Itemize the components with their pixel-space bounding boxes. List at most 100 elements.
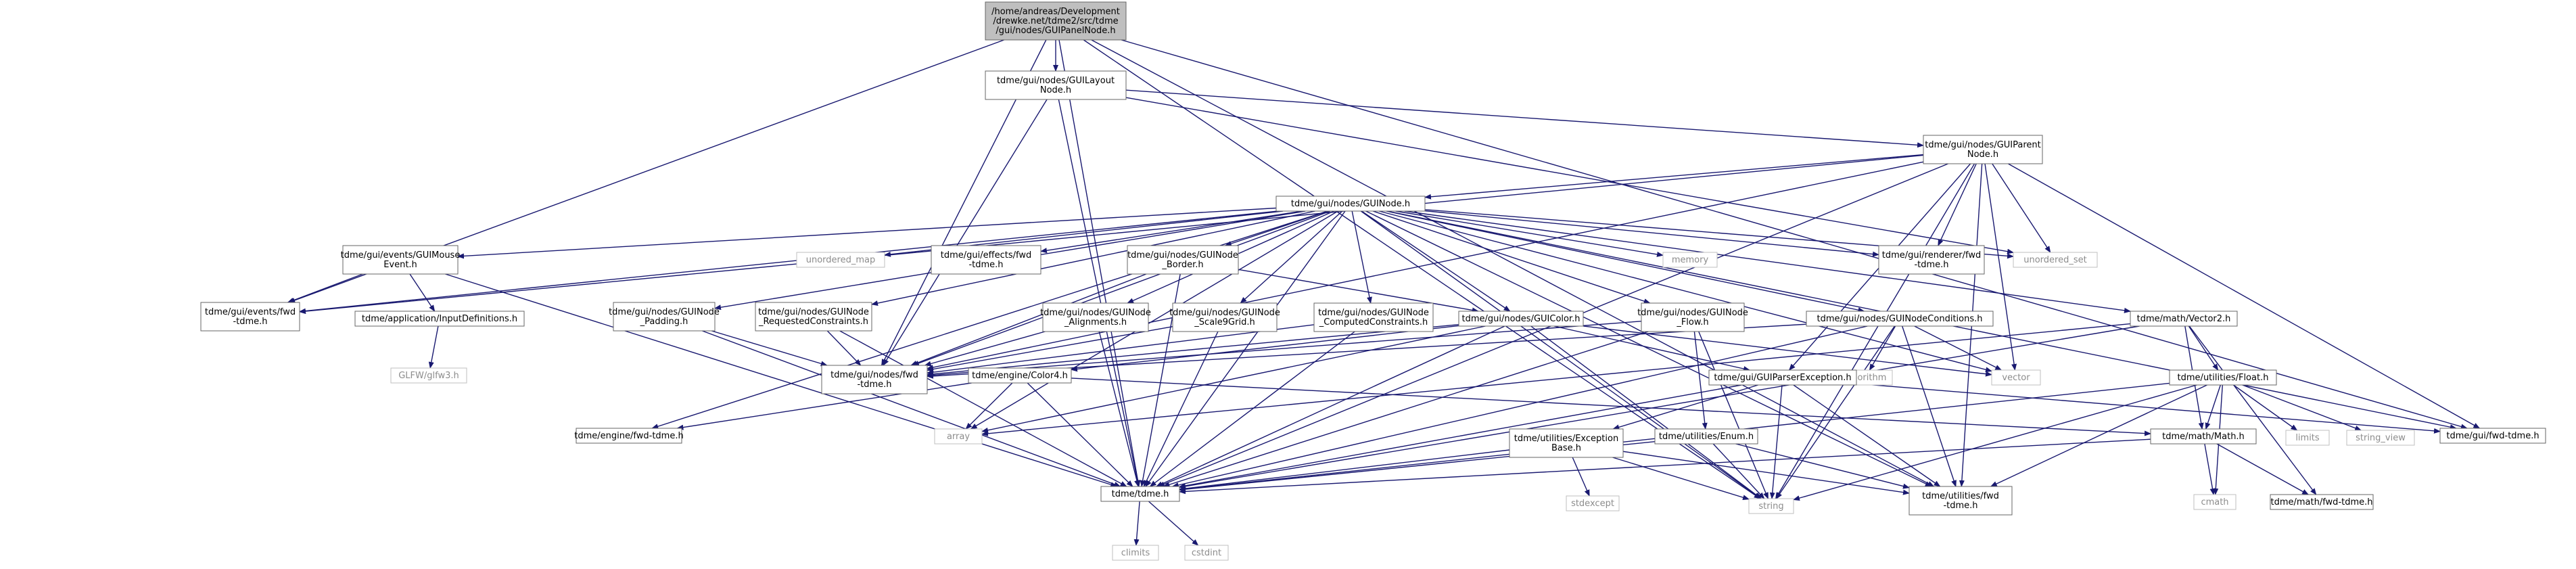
- node-alignments[interactable]: tdme/gui/nodes/GUINode_Alignments.h: [1040, 302, 1151, 332]
- node-guicolor[interactable]: tdme/gui/nodes/GUIColor.h: [1458, 311, 1584, 327]
- include-edge-float-to-math: [2205, 384, 2221, 430]
- node-box: [985, 70, 1127, 100]
- include-edge-guinode-to-eventsfwd: [299, 210, 1278, 314]
- node-box: [1991, 369, 2041, 386]
- node-label-line: tdme/gui/nodes/GUINodeConditions.h: [1817, 314, 1982, 324]
- node-border[interactable]: tdme/gui/nodes/GUINode_Border.h: [1127, 245, 1239, 275]
- node-enum[interactable]: tdme/utilities/Enum.h: [1654, 428, 1758, 445]
- include-edge-scale9-to-nodesfwd: [927, 325, 1173, 372]
- node-box: [342, 245, 459, 275]
- include-edge-parserexc-to-utilfwd: [1793, 384, 1941, 487]
- node-box: [1908, 486, 2013, 516]
- include-edge-reqcons-to-tdme: [839, 330, 1127, 487]
- node-flow[interactable]: tdme/gui/nodes/GUINode_Flow.h: [1637, 302, 1748, 332]
- node-label-line: stdexcept: [1571, 499, 1614, 509]
- include-edge-math-to-tdme: [1179, 438, 2151, 495]
- node-label-line: Base.h: [1551, 443, 1581, 453]
- node-label-line: /home/andreas/Development: [991, 7, 1120, 17]
- node-padding[interactable]: tdme/gui/nodes/GUINode_Padding.h: [609, 302, 720, 332]
- include-edge-color4-to-math: [1071, 378, 2151, 436]
- node-box: [1923, 135, 2043, 164]
- include-edge-border-to-guicolor: [1238, 269, 1479, 313]
- node-label-line: tdme/gui/GUIParserException.h: [1714, 373, 1851, 383]
- include-edge-guinode-to-guicolor: [1361, 210, 1511, 312]
- node-climits: climits: [1112, 545, 1159, 561]
- node-tdme[interactable]: tdme/tdme.h: [1100, 486, 1180, 502]
- node-scale9[interactable]: tdme/gui/nodes/GUINode_Scale9Grid.h: [1169, 302, 1280, 332]
- include-edge-enum-to-string: [1712, 443, 1765, 499]
- include-edge-guinode-to-memory: [1395, 210, 1664, 257]
- node-box: [1184, 545, 1229, 561]
- node-box: [2346, 430, 2415, 446]
- node-label-line: cmath: [2201, 497, 2228, 507]
- node-label-line: tdme/gui/nodes/GUINode: [609, 307, 720, 317]
- include-edge-parent-to-nodesfwd: [927, 161, 1924, 370]
- include-edge-vector2-to-array: [981, 323, 2131, 436]
- node-label-line: tdme/gui/nodes/GUIParent: [1925, 140, 2041, 150]
- node-guifwd[interactable]: tdme/gui/fwd-tdme.h: [2439, 428, 2546, 444]
- include-edge-inputdefs-to-glfw: [428, 325, 439, 369]
- node-array: array: [934, 428, 983, 445]
- node-label-line: tdme/gui/nodes/GUINode: [1127, 250, 1238, 260]
- node-reqcons[interactable]: tdme/gui/nodes/GUINode_RequestedConstrai…: [755, 302, 872, 332]
- node-utilfwd[interactable]: tdme/utilities/fwd-tdme.h: [1908, 486, 2013, 516]
- node-label-line: tdme/gui/nodes/GUINode: [758, 307, 869, 317]
- include-edge-conditions-to-vector: [1914, 325, 2003, 371]
- node-label-line: _Flow.h: [1676, 317, 1708, 327]
- node-parserexc[interactable]: tdme/gui/GUIParserException.h: [1708, 369, 1857, 386]
- include-edge-guinode-to-vector: [1378, 210, 1992, 373]
- node-label-line: tdme/utilities/Enum.h: [1659, 432, 1754, 442]
- include-edge-padding-to-nodesfwd: [711, 330, 828, 367]
- node-enginefwd[interactable]: tdme/engine/fwd-tdme.h: [574, 428, 684, 444]
- include-edge-flow-to-tdme: [1163, 331, 1649, 488]
- include-edge-mouseevent-to-eventsfwd: [287, 273, 363, 303]
- node-label-line: tdme/gui/renderer/fwd: [1882, 250, 1981, 260]
- node-label-line: string_view: [2356, 433, 2406, 443]
- node-compcons[interactable]: tdme/gui/nodes/GUINode_ComputedConstrain…: [1313, 302, 1434, 332]
- node-conditions[interactable]: tdme/gui/nodes/GUINodeConditions.h: [1806, 311, 1994, 327]
- node-effectsfwd[interactable]: tdme/gui/effects/fwd-tdme.h: [931, 245, 1041, 275]
- node-rendererfwd[interactable]: tdme/gui/renderer/fwd-tdme.h: [1878, 245, 1985, 275]
- include-edge-guinode-to-rendererfwd: [1424, 210, 1879, 257]
- include-edge-layout-to-parent: [1125, 89, 1924, 148]
- node-eventsfwd[interactable]: tdme/gui/events/fwd-tdme.h: [200, 302, 300, 332]
- node-float[interactable]: tdme/utilities/Float.h: [2169, 369, 2277, 386]
- node-box: [1275, 196, 1426, 212]
- include-edge-enum-to-utilfwd: [1735, 443, 1910, 489]
- node-label-line: tdme/gui/nodes/GUINode: [1169, 308, 1280, 318]
- node-box: [1509, 428, 1624, 458]
- include-edge-tdme-to-climits: [1133, 501, 1140, 546]
- node-label-line: memory: [1672, 255, 1709, 265]
- node-mathfwd[interactable]: tdme/math/fwd-tdme.h: [2270, 494, 2374, 510]
- include-edge-border-to-nodesfwd: [910, 273, 1147, 366]
- edges-layer: [287, 39, 2481, 546]
- include-edge-parserexc-to-string: [1769, 384, 1783, 499]
- node-label-line: tdme/gui/nodes/GUINode: [1318, 308, 1429, 318]
- node-box: [1172, 302, 1278, 332]
- include-edge-conditions-to-utilfwd: [1902, 325, 1957, 487]
- node-root[interactable]: /home/andreas/Development/drewke.net/tdm…: [985, 1, 1127, 41]
- include-edge-guicolor-to-parserexc: [1553, 325, 1751, 371]
- node-inputdefs[interactable]: tdme/application/InputDefinitions.h: [354, 311, 525, 327]
- include-edge-mouseevent-to-tdme: [445, 273, 1118, 488]
- include-edge-guinode-to-compcons: [1351, 210, 1372, 304]
- node-label-line: tdme/gui/fwd-tdme.h: [2446, 431, 2539, 441]
- node-box: [2270, 494, 2374, 510]
- node-nodesfwd[interactable]: tdme/gui/nodes/fwd-tdme.h: [821, 365, 928, 394]
- node-math[interactable]: tdme/math/Math.h: [2150, 428, 2257, 445]
- node-guinode[interactable]: tdme/gui/nodes/GUINode.h: [1275, 196, 1426, 212]
- node-color4[interactable]: tdme/engine/Color4.h: [968, 367, 1072, 384]
- node-box: [613, 302, 716, 332]
- node-uset: unordered_set: [2013, 252, 2098, 268]
- node-vector2[interactable]: tdme/math/Vector2.h: [2130, 311, 2238, 327]
- node-label-line: /gui/nodes/GUIPanelNode.h: [996, 26, 1115, 36]
- include-edge-parent-to-uset: [1992, 163, 2051, 253]
- node-box: [354, 311, 525, 327]
- include-edge-parent-to-vector: [1984, 163, 2017, 371]
- include-edge-excbase-to-tdme: [1179, 449, 1510, 492]
- node-box: [390, 367, 467, 384]
